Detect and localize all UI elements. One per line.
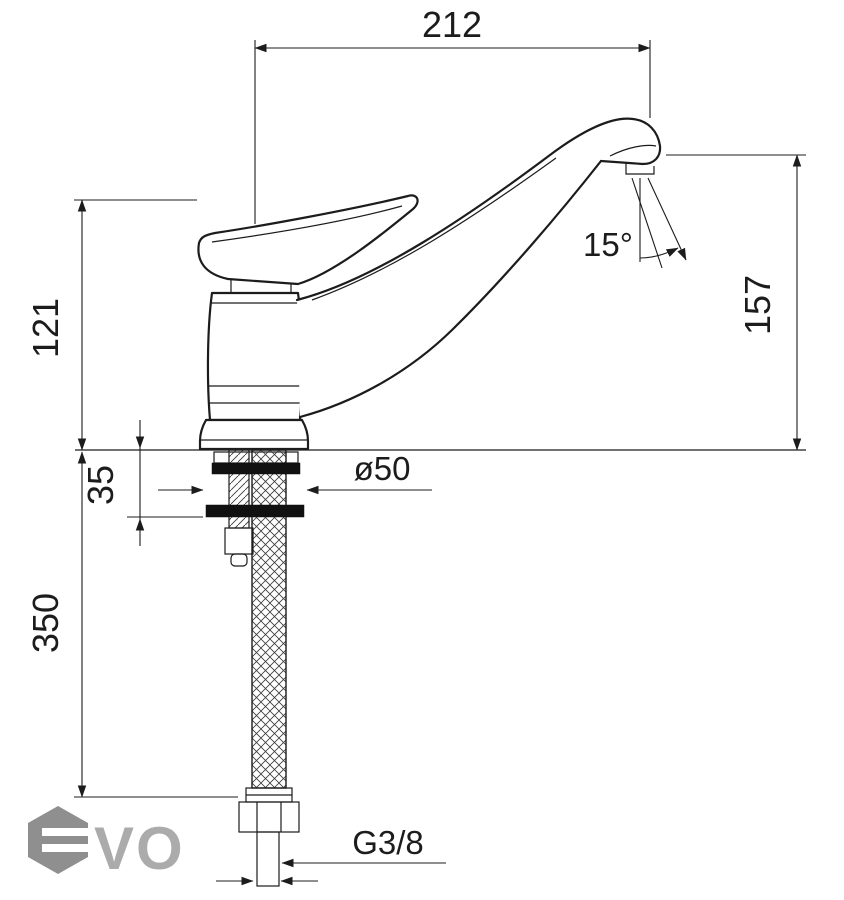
stud-tip (230, 553, 248, 567)
dimension-hose-length: 350 (25, 451, 238, 798)
spout-detail-line (311, 157, 557, 301)
angle-arc (639, 247, 679, 259)
evo-logo-text: VO (94, 815, 185, 882)
stream-line-arrow (647, 177, 687, 261)
evo-logo-icon (28, 806, 88, 874)
evo-logo: VO (28, 806, 185, 882)
hose-hex-nut (238, 801, 300, 833)
dimension-body-height: 121 (25, 199, 197, 451)
stream-angle-annotation: 15° (583, 177, 687, 269)
spout-lower-outline (298, 159, 603, 419)
dimension-deck-clamp: 35 (80, 420, 203, 546)
clamp-washer-top (211, 462, 301, 475)
spout-upper-outline (295, 117, 662, 302)
dimension-spout-reach: 212 (254, 4, 651, 224)
faucet-body (197, 117, 662, 451)
dimension-label: 121 (25, 298, 66, 358)
aerator (625, 163, 655, 175)
dimension-label: 157 (737, 275, 778, 335)
thread-label: G3/8 (352, 824, 424, 861)
flex-hose (251, 449, 287, 789)
clamp-washer-bottom (205, 504, 305, 518)
lever-detail-line (211, 205, 403, 243)
dimension-label: 35 (80, 465, 121, 505)
lever-handle (197, 194, 419, 286)
base-flange (198, 418, 310, 451)
mounting-hardware (205, 449, 305, 887)
stream-line (631, 177, 663, 269)
angle-label: 15° (583, 226, 633, 263)
dimension-label: ø50 (354, 450, 411, 487)
cartridge-body (206, 291, 304, 422)
dimension-label: 350 (25, 593, 66, 653)
connection-tube (256, 831, 280, 887)
evo-logo-notch (42, 828, 92, 836)
spout-fill (297, 118, 661, 417)
stud-nut (224, 527, 254, 555)
evo-logo-notch (42, 844, 92, 852)
dimension-base-diameter: ø50 (158, 450, 432, 495)
dimension-label: 212 (422, 4, 482, 45)
thread-callout: G3/8 (281, 824, 446, 868)
dimension-outlet-height: 157 (666, 154, 806, 451)
spout-head-detail (609, 144, 657, 157)
